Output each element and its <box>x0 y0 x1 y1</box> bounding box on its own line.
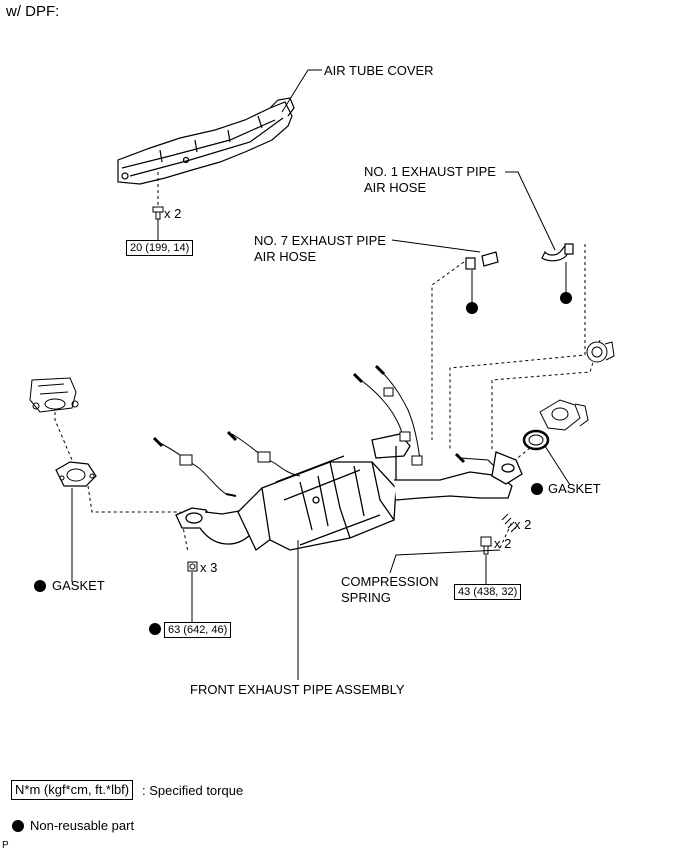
label-air-tube-cover: AIR TUBE COVER <box>324 63 434 78</box>
qty-bolts-right: x 2 <box>494 536 512 551</box>
air-tube-cover-part <box>117 97 295 185</box>
compression-spring-part <box>501 513 518 533</box>
manifold-flange-part <box>29 377 79 413</box>
qty-nuts-left: x 3 <box>200 560 218 575</box>
label-no7-line1: NO. 7 EXHAUST PIPE <box>254 233 386 248</box>
nonreusable-dot-gasket-right <box>531 483 543 495</box>
label-no1-line2: AIR HOSE <box>364 180 427 195</box>
figure-code: P <box>2 840 9 851</box>
no1-air-hose-part <box>541 243 574 262</box>
cover-bolt-part <box>152 206 164 220</box>
qty-spring: x 2 <box>514 517 532 532</box>
sensor-harness-part <box>152 364 495 497</box>
legend-torque-desc: : Specified torque <box>142 783 244 798</box>
no7-air-hose-part <box>465 251 499 270</box>
right-bolt-part <box>480 536 492 555</box>
label-compression-line1: COMPRESSION <box>341 574 439 589</box>
label-front-exhaust-pipe: FRONT EXHAUST PIPE ASSEMBLY <box>190 682 405 697</box>
label-gasket-right: GASKET <box>548 481 601 496</box>
nonreusable-dot-torque-left <box>149 623 161 635</box>
label-no7-line2: AIR HOSE <box>254 249 317 264</box>
torque-left: 63 (642, 46) <box>164 622 232 638</box>
front-exhaust-pipe-part <box>175 433 523 551</box>
legend-nonreusable-dot <box>12 820 24 832</box>
label-compression-line2: SPRING <box>341 590 391 605</box>
nonreusable-dot-no1 <box>560 292 572 304</box>
leader-spring <box>389 549 501 574</box>
qty-cover-bolts: x 2 <box>164 206 182 221</box>
label-gasket-left: GASKET <box>52 578 105 593</box>
legend-torque-units: N*m (kgf*cm, ft.*lbf) <box>11 780 134 800</box>
legend-nonreusable-text: Non-reusable part <box>30 818 135 833</box>
torque-right: 43 (438, 32) <box>454 584 522 600</box>
rear-pipe-flange-part <box>522 341 615 451</box>
leader-cover <box>281 69 322 113</box>
leader-no7 <box>391 239 481 253</box>
leader-no1 <box>505 171 556 251</box>
label-no1-line1: NO. 1 EXHAUST PIPE <box>364 164 496 179</box>
variant-label: w/ DPF: <box>6 3 60 20</box>
nonreusable-dot-no7 <box>466 302 478 314</box>
nonreusable-dot-gasket-left <box>34 580 46 592</box>
torque-cover: 20 (199, 14) <box>126 240 194 256</box>
left-nut-part <box>187 561 198 572</box>
left-gasket-part <box>55 461 97 487</box>
